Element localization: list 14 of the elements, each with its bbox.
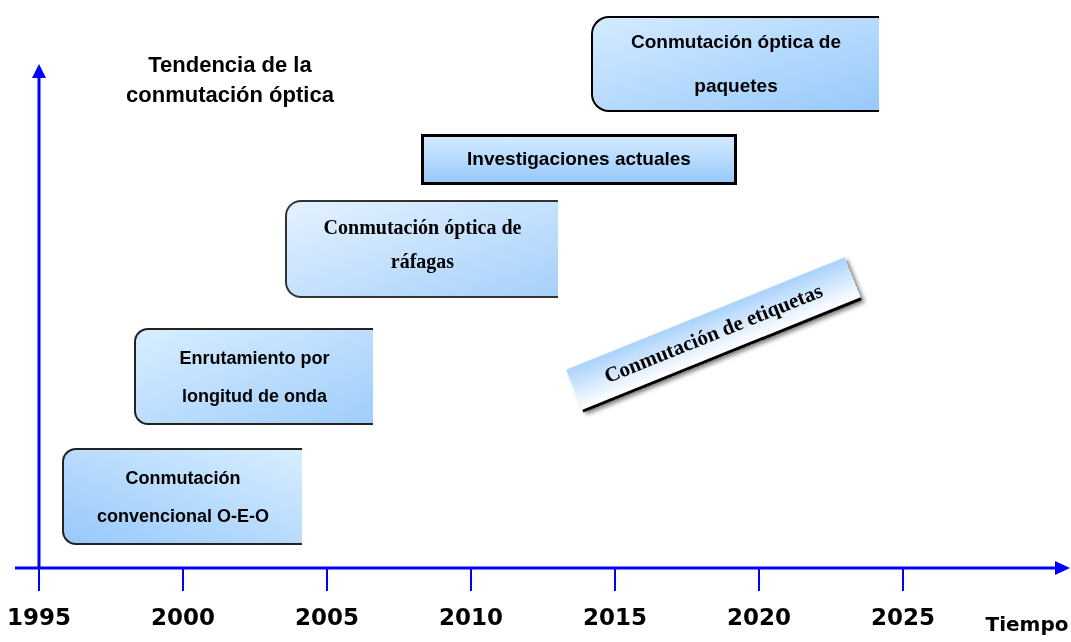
year-label: 2020	[726, 603, 792, 632]
year-label: 2015	[582, 603, 648, 632]
year-label: 1995	[6, 603, 72, 632]
stage-box: Investigaciones actuales	[421, 134, 737, 185]
year-label: 2010	[438, 603, 504, 632]
stage-box: Conmutación óptica de ráfagas	[285, 200, 558, 298]
year-label: 2005	[294, 603, 360, 632]
year-label: 2025	[870, 603, 936, 632]
stage-box: Conmutación convencional O-E-O	[62, 448, 302, 545]
axis-label: Tiempo	[985, 611, 1069, 638]
chart-title: Tendencia de la conmutación óptica	[125, 51, 335, 109]
year-label: 2000	[150, 603, 216, 632]
stage-box: Enrutamiento por longitud de onda	[134, 328, 373, 425]
stage-box: Conmutación óptica de paquetes	[591, 16, 879, 112]
